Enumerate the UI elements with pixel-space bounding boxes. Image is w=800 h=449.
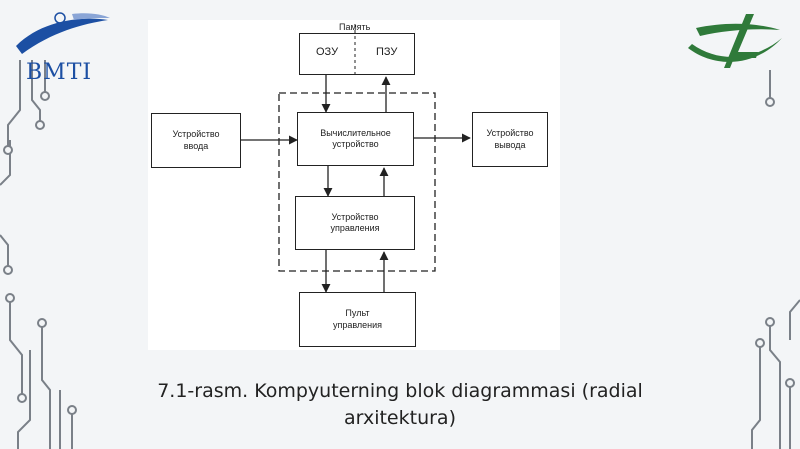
rom-label: ПЗУ — [376, 46, 398, 58]
output-device-box: Устройство вывода — [472, 112, 548, 167]
input-device-box: Устройство ввода — [151, 113, 241, 168]
control-panel-box: Пульт управления — [299, 292, 416, 347]
institute-logo: BMTI — [12, 10, 112, 85]
compute-unit-box: Вычислительное устройство — [297, 112, 414, 166]
system-boundary — [278, 92, 436, 272]
control-unit-box: Устройство управления — [295, 196, 415, 250]
figure-caption: 7.1-rasm. Kompyuterning blok diagrammasi… — [157, 380, 643, 429]
logo-swoosh-icon — [16, 12, 110, 54]
ram-label: ОЗУ — [316, 46, 339, 58]
emblem-swoosh-icon — [688, 14, 782, 68]
memory-box — [299, 33, 415, 75]
logo-lettering: BMTI — [26, 60, 93, 85]
memory-label: Память — [339, 22, 371, 32]
emblem-logo — [684, 8, 784, 80]
